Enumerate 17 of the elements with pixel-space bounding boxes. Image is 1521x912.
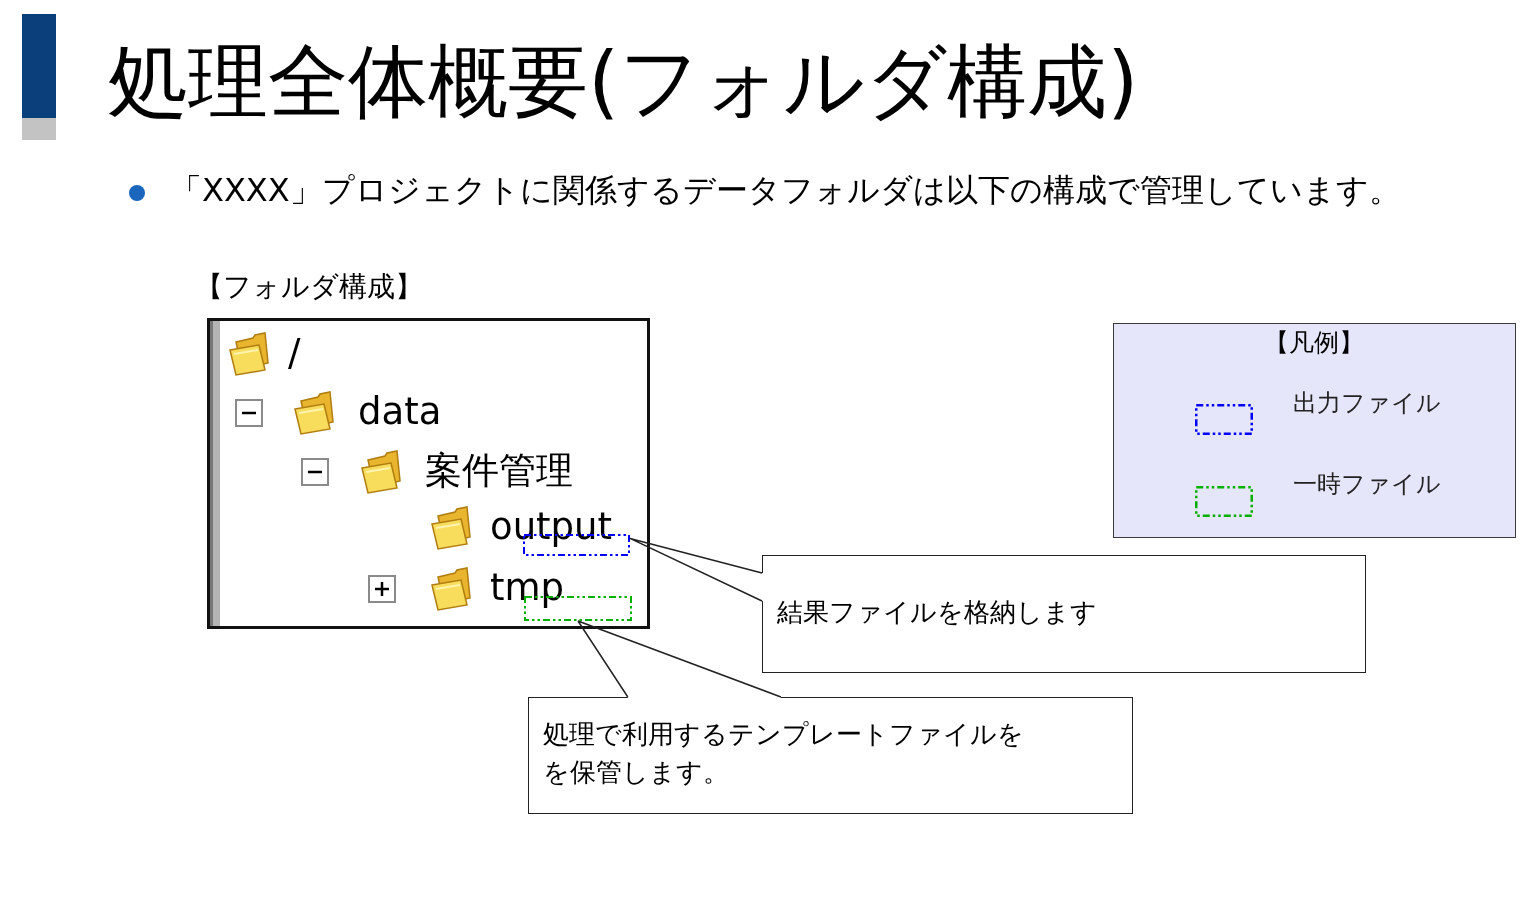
callout-pointer <box>577 620 782 698</box>
page-title: 処理全体概要(フォルダ構成) <box>108 34 1139 130</box>
legend-title: 【凡例】 <box>1264 328 1364 358</box>
folder-name: 案件管理 <box>425 449 573 493</box>
folder-name: data <box>358 390 442 434</box>
folder-name: output <box>490 505 613 549</box>
section-heading: 【フォルダ構成】 <box>195 270 423 304</box>
folder-name: tmp <box>490 566 565 610</box>
callout-box <box>528 697 1133 814</box>
callout-pointer <box>629 537 763 602</box>
callout-text: 結果ファイルを格納します <box>777 596 1097 629</box>
bullet-text: 「XXXX」プロジェクトに関係するデータフォルダは以下の構成で管理しています。 <box>170 171 1401 209</box>
folder-name: / <box>288 331 301 375</box>
legend-text: 一時ファイル <box>1293 469 1441 499</box>
legend-text: 出力ファイル <box>1293 388 1441 418</box>
callout-box <box>762 555 1366 673</box>
callout-text: 処理で利用するテンプレートファイルをを保管します。 <box>543 718 1024 789</box>
